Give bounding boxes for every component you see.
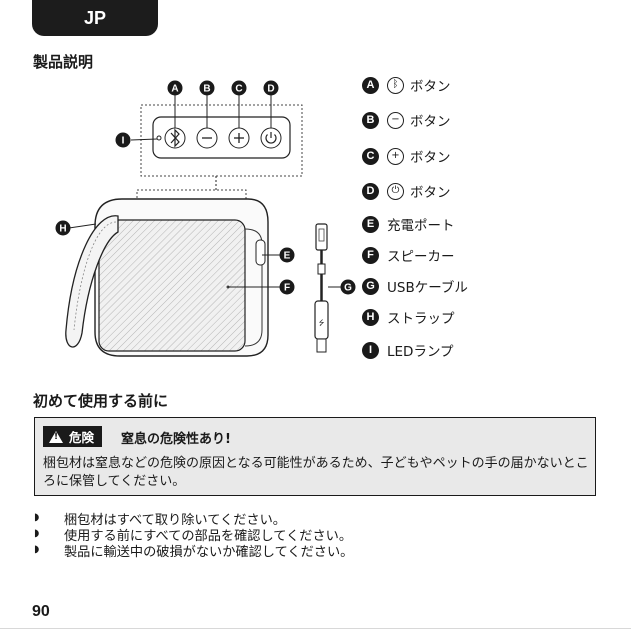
callout-a: A — [168, 81, 183, 96]
callout-c: C — [232, 81, 247, 96]
list-item: ◗ 製品に輸送中の破損がないか確認してください。 — [34, 541, 353, 560]
svg-text:A: A — [171, 84, 178, 95]
page-number: 90 — [32, 603, 50, 621]
legend-letter: E — [362, 216, 379, 233]
button-panel-detail — [141, 105, 302, 176]
callout-i: I — [116, 133, 131, 148]
legend-item-b: B − ボタン — [362, 110, 451, 130]
danger-badge: ! 危険 — [43, 426, 102, 447]
usb-icon: ⭍ — [319, 319, 325, 327]
svg-text:E: E — [284, 251, 291, 262]
legend-label: ボタン — [410, 110, 451, 130]
legend-letter: H — [362, 309, 379, 326]
legend-item-i: I LEDランプ — [362, 340, 454, 360]
legend-label: スピーカー — [387, 245, 455, 265]
legend-letter: I — [362, 342, 379, 359]
legend-label: 充電ポート — [387, 214, 455, 234]
legend-item-f: F スピーカー — [362, 245, 455, 265]
legend-label: LEDランプ — [387, 340, 454, 360]
speaker-diagram: ⭍ A B C D E F G H I — [0, 0, 631, 400]
speaker-grille — [99, 220, 245, 351]
power-icon: ⏻ — [387, 183, 404, 200]
legend-label: ボタン — [410, 75, 451, 95]
legend-label: ボタン — [410, 181, 451, 201]
legend-letter: D — [362, 183, 379, 200]
svg-text:C: C — [235, 84, 242, 95]
bullet-marker-icon: ◗ — [34, 541, 64, 560]
callout-b: B — [200, 81, 215, 96]
callout-d: D — [264, 81, 279, 96]
legend-label: ボタン — [410, 146, 451, 166]
callout-h: H — [56, 221, 71, 236]
svg-text:F: F — [284, 283, 290, 294]
legend-letter: F — [362, 247, 379, 264]
list-item-text: 製品に輸送中の破損がないか確認してください。 — [64, 541, 353, 560]
legend-label: USBケーブル — [387, 276, 468, 296]
svg-text:B: B — [203, 84, 210, 95]
charging-port — [256, 240, 265, 265]
legend-item-c: C + ボタン — [362, 146, 451, 166]
bluetooth-icon: ᛒ — [387, 77, 404, 94]
plus-button-icon — [229, 128, 249, 148]
callout-f: F — [280, 280, 295, 295]
svg-text:D: D — [267, 84, 274, 95]
svg-text:H: H — [59, 224, 66, 235]
led-lamp-icon — [157, 136, 161, 140]
warning-triangle-icon: ! — [49, 431, 63, 443]
callout-g: G — [341, 280, 356, 295]
legend-item-g: G USBケーブル — [362, 276, 468, 296]
callout-e: E — [280, 248, 295, 263]
footer-rule — [0, 628, 631, 629]
speaker-body — [95, 190, 268, 356]
legend-item-a: A ᛒ ボタン — [362, 75, 451, 95]
svg-text:I: I — [122, 136, 125, 147]
legend-label: ストラップ — [387, 307, 455, 327]
legend-item-d: D ⏻ ボタン — [362, 181, 451, 201]
legend-letter: C — [362, 148, 379, 165]
svg-text:G: G — [344, 283, 352, 294]
warning-box: ! 危険 窒息の危険性あり! 梱包材は窒息などの危険の原因となる可能性があるため… — [34, 417, 596, 496]
legend-letter: G — [362, 278, 379, 295]
warning-title: 窒息の危険性あり! — [121, 428, 231, 447]
bluetooth-button-icon — [165, 128, 185, 148]
warning-body: 梱包材は窒息などの危険の原因となる可能性があるため、子どもやペットの手の届かない… — [43, 455, 591, 491]
minus-button-icon — [197, 128, 217, 148]
legend-item-e: E 充電ポート — [362, 214, 455, 234]
usb-cable: ⭍ — [315, 224, 328, 352]
legend-letter: A — [362, 77, 379, 94]
section-title-before-first-use: 初めて使用する前に — [33, 390, 168, 411]
legend-letter: B — [362, 112, 379, 129]
legend-item-h: H ストラップ — [362, 307, 455, 327]
danger-badge-label: 危険 — [69, 427, 94, 446]
minus-icon: − — [387, 112, 404, 129]
plus-icon: + — [387, 148, 404, 165]
power-button-icon — [261, 128, 281, 148]
